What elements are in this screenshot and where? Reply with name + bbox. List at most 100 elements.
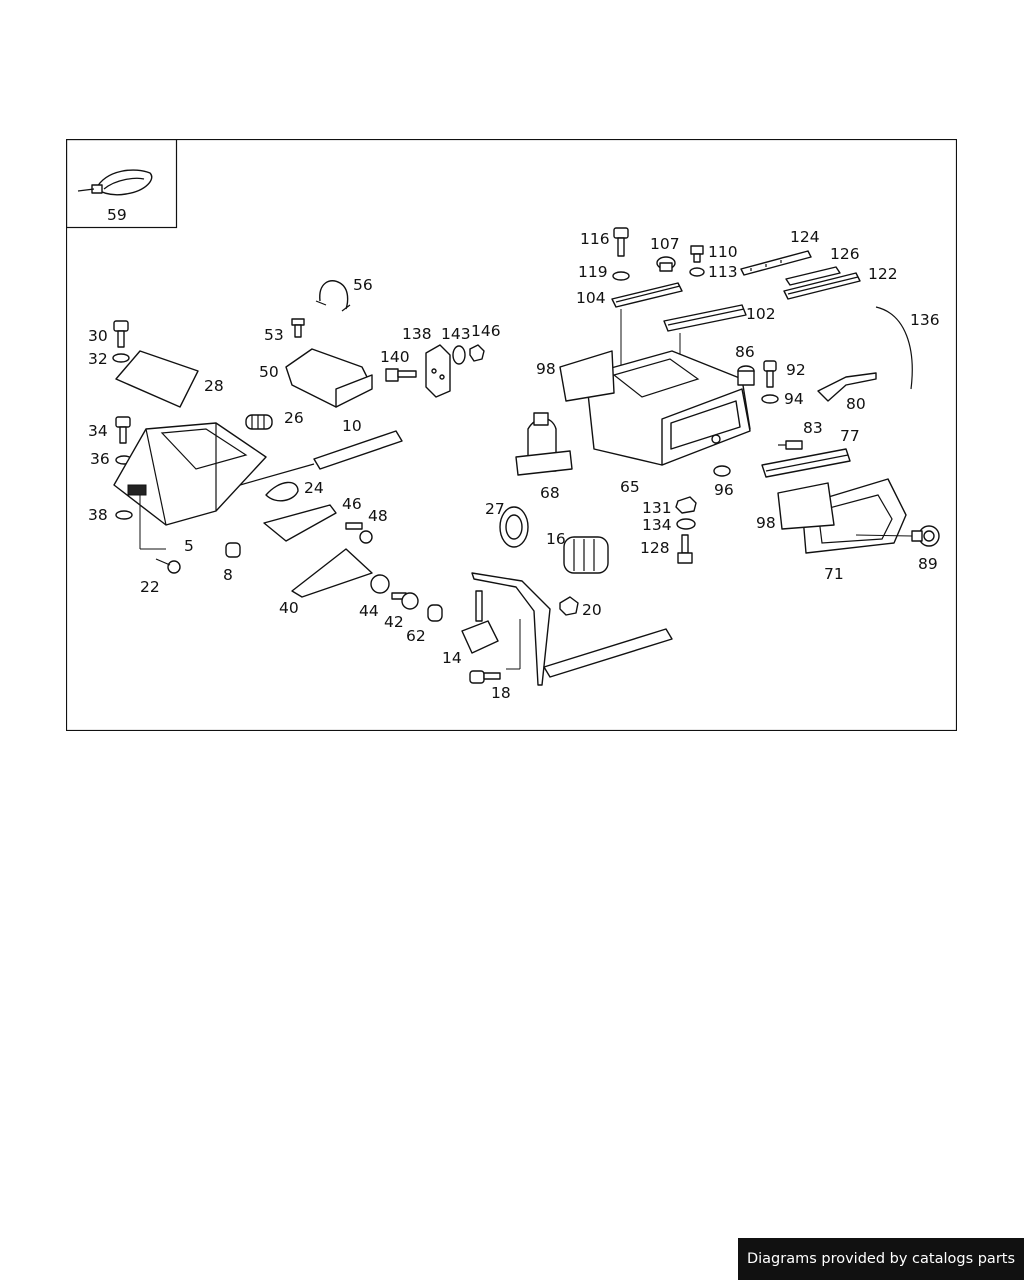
part-label-116: 116 <box>580 230 610 248</box>
part-label-138: 138 <box>402 325 432 343</box>
part-label-77: 77 <box>840 427 860 445</box>
nut-110-icon <box>690 245 704 263</box>
knob-89-icon <box>911 525 940 547</box>
part-label-128: 128 <box>640 539 670 557</box>
part-label-20: 20 <box>582 601 602 619</box>
cover-24-icon <box>265 481 299 502</box>
part-label-83: 83 <box>803 419 823 437</box>
bolt-42-icon <box>391 592 419 610</box>
part-label-68: 68 <box>540 484 560 502</box>
parts-diagram: 59 <box>66 139 957 731</box>
roller-27-icon <box>499 506 529 548</box>
nut-20-icon <box>559 596 579 616</box>
part-label-8: 8 <box>223 566 233 584</box>
clip-56-icon <box>315 280 351 312</box>
part-label-104: 104 <box>576 289 606 307</box>
part-label-5: 5 <box>184 537 194 555</box>
part-label-38: 38 <box>88 506 108 524</box>
part-label-22: 22 <box>140 578 160 596</box>
washer-44-icon <box>370 574 390 594</box>
cable-tie-icon <box>77 169 153 196</box>
part-label-140: 140 <box>380 348 410 366</box>
part-label-131: 131 <box>642 499 672 517</box>
rail-126-icon <box>785 266 841 286</box>
part-label-86: 86 <box>735 343 755 361</box>
part-label-36: 36 <box>90 450 110 468</box>
spring-26-icon <box>245 414 273 430</box>
part-label-30: 30 <box>88 327 108 345</box>
part-label-96: 96 <box>714 481 734 499</box>
part-label-62: 62 <box>406 627 426 645</box>
part-label-48: 48 <box>368 507 388 525</box>
part-label-143: 143 <box>441 325 471 343</box>
washer-38-icon <box>115 510 133 520</box>
part-label-14: 14 <box>442 649 462 667</box>
part-label-71: 71 <box>824 565 844 583</box>
part-label-59: 59 <box>107 206 127 224</box>
part-label-53: 53 <box>264 326 284 344</box>
rail-102-icon <box>663 304 747 332</box>
hinge-77-icon <box>761 448 851 478</box>
nut-131-icon <box>675 496 697 514</box>
leader-89 <box>855 534 913 537</box>
part-label-122: 122 <box>868 265 898 283</box>
part-label-50: 50 <box>259 363 279 381</box>
part-label-28: 28 <box>204 377 224 395</box>
side-panel-98-icon <box>559 350 615 402</box>
part-label-89: 89 <box>918 555 938 573</box>
bolt-34-icon <box>115 416 131 444</box>
washer-94-icon <box>761 394 779 404</box>
part-label-34: 34 <box>88 422 108 440</box>
exploded-view-drawing: 59 <box>66 139 957 731</box>
part-label-102: 102 <box>746 305 776 323</box>
part-label-124: 124 <box>790 228 820 246</box>
part-label-10: 10 <box>342 417 362 435</box>
bolt-128-icon <box>677 534 693 564</box>
screw-48-icon <box>345 522 373 544</box>
washer-96-icon <box>713 465 731 477</box>
bellows-16-icon <box>563 536 609 574</box>
part-label-42: 42 <box>384 613 404 631</box>
washer-119-icon <box>612 271 630 281</box>
cap-107-icon <box>656 256 676 272</box>
clamp-68-icon <box>515 412 573 476</box>
part-label-92: 92 <box>786 361 806 379</box>
strip-124-icon <box>740 250 812 276</box>
housing-65-icon <box>585 350 751 466</box>
part-label-24: 24 <box>304 479 324 497</box>
plate-28-icon <box>115 350 199 408</box>
credit-text: Diagrams provided by catalogs parts <box>746 1251 1016 1267</box>
rail-104-icon <box>611 282 683 308</box>
washer-143-icon <box>452 345 466 365</box>
part-label-56: 56 <box>353 276 373 294</box>
lever-14-icon <box>461 590 499 654</box>
part-label-126: 126 <box>830 245 860 263</box>
bushing-8-icon <box>225 542 241 558</box>
washer-134-icon <box>676 518 696 530</box>
part-label-94: 94 <box>784 390 804 408</box>
inset-box <box>66 139 178 229</box>
part-label-134: 134 <box>642 516 672 534</box>
bolt-92-icon <box>763 360 777 388</box>
rail-122-icon <box>783 272 861 300</box>
washer-32-icon <box>112 353 130 363</box>
credit-banner: Diagrams provided by catalogs parts <box>738 1238 1024 1280</box>
lever-80-icon <box>817 372 877 402</box>
part-label-44: 44 <box>359 602 379 620</box>
part-label-27: 27 <box>485 500 505 518</box>
part-label-65: 65 <box>620 478 640 496</box>
bolt-116-icon <box>613 227 629 257</box>
nut-146-icon <box>469 344 485 362</box>
part-label-119: 119 <box>578 263 608 281</box>
gear-lever-icon <box>471 572 673 686</box>
part-label-16: 16 <box>546 530 566 548</box>
cap-62-icon <box>427 604 443 622</box>
wire-136-icon <box>875 306 913 390</box>
bracket-50-icon <box>285 348 373 408</box>
part-label-26: 26 <box>284 409 304 427</box>
pin-83-icon <box>778 440 803 450</box>
part-label-98-lower: 98 <box>756 514 776 532</box>
part-label-46: 46 <box>342 495 362 513</box>
part-label-107: 107 <box>650 235 680 253</box>
part-label-136: 136 <box>910 311 940 329</box>
